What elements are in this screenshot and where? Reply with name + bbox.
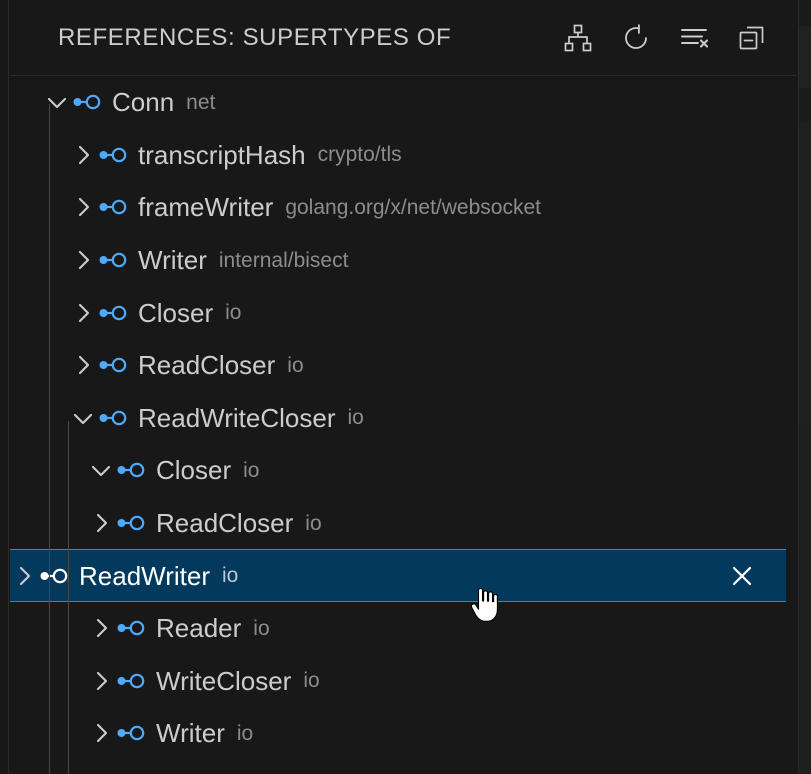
chevron-right-icon[interactable] xyxy=(70,247,96,273)
tree-row[interactable]: Writer internal/bisect xyxy=(10,234,797,287)
type-hierarchy-icon xyxy=(562,22,594,54)
header-actions xyxy=(561,0,769,75)
chevron-down-icon[interactable] xyxy=(44,89,70,115)
sliver-band xyxy=(799,123,811,423)
symbol-interface-icon xyxy=(114,720,148,746)
tree-row[interactable]: Closer io xyxy=(10,286,797,339)
tree-row[interactable]: ReadWriter io xyxy=(10,549,786,602)
refresh-button[interactable] xyxy=(619,21,653,55)
chevron-right-icon[interactable] xyxy=(88,720,114,746)
symbol-interface-icon xyxy=(96,142,130,168)
tree-row-label: ReadWriter xyxy=(79,560,211,591)
sliver-band xyxy=(799,0,811,26)
tree-row[interactable]: Writer io xyxy=(10,707,797,760)
show-type-hierarchy-button[interactable] xyxy=(561,21,595,55)
tree-row-detail: io xyxy=(347,406,364,430)
tree-row-label: ReadWriteCloser xyxy=(138,402,336,433)
tree-row-detail: crypto/tls xyxy=(317,143,402,167)
tree-row-detail: io xyxy=(303,669,320,693)
chevron-down-icon[interactable] xyxy=(70,405,96,431)
chevron-right-icon[interactable] xyxy=(70,194,96,220)
symbol-interface-icon xyxy=(96,405,130,431)
left-gutter xyxy=(0,0,9,774)
symbol-interface-icon xyxy=(96,300,130,326)
chevron-right-icon[interactable] xyxy=(70,352,96,378)
tree-row-detail: io xyxy=(236,721,254,745)
chevron-right-icon[interactable] xyxy=(88,615,114,641)
tree-row-label: frameWriter xyxy=(138,192,274,223)
tree-row-detail: io xyxy=(287,353,304,377)
symbol-interface-icon xyxy=(114,668,148,694)
symbol-interface-icon xyxy=(96,352,130,378)
symbol-interface-icon xyxy=(70,89,104,115)
sliver-band xyxy=(799,88,811,122)
tree-row-detail: io xyxy=(305,511,322,535)
tree-row-detail: net xyxy=(186,90,216,114)
chevron-right-icon[interactable] xyxy=(70,142,96,168)
tree-row[interactable]: WriteCloser io xyxy=(10,655,797,708)
symbol-interface-icon xyxy=(114,510,148,536)
sliver-band xyxy=(799,27,811,87)
tree-row-detail: io xyxy=(222,564,239,588)
refresh-icon xyxy=(620,22,652,54)
collapse-all-button[interactable] xyxy=(735,21,769,55)
tree-row-label: ReadCloser xyxy=(156,508,294,539)
tree-row-detail: io xyxy=(243,458,260,482)
chevron-right-icon[interactable] xyxy=(70,300,96,326)
tree-row-label: Conn xyxy=(112,87,175,118)
tree-row-label: ReadCloser xyxy=(138,350,276,381)
tree-row[interactable]: transcriptHash crypto/tls xyxy=(10,129,797,182)
tree-row-label: Closer xyxy=(138,297,214,328)
chevron-right-icon[interactable] xyxy=(11,563,37,589)
tree-row[interactable]: frameWriter golang.org/x/net/websocket xyxy=(10,181,797,234)
tree-row-label: Reader xyxy=(156,613,242,644)
symbol-interface-icon xyxy=(96,194,130,220)
tree-row[interactable]: ReadCloser io xyxy=(10,497,797,550)
tree-row-detail: io xyxy=(225,301,242,325)
tree-row-label: Closer xyxy=(156,455,232,486)
tree-row-label: Writer xyxy=(138,245,207,276)
tree-row[interactable]: Closer io xyxy=(10,444,797,497)
tree-row[interactable]: Reader io xyxy=(10,602,797,655)
tree-row-label: transcriptHash xyxy=(138,139,306,170)
tree-row-detail: golang.org/x/net/websocket xyxy=(285,195,541,219)
tree-row-detail: internal/bisect xyxy=(218,248,349,272)
page-title: REFERENCES: SUPERTYPES OF xyxy=(58,23,452,51)
clear-all-icon xyxy=(678,22,710,54)
chevron-right-icon[interactable] xyxy=(88,668,114,694)
tree-row[interactable]: ReadWriteCloser io xyxy=(10,392,797,445)
panel-header: REFERENCES: SUPERTYPES OF xyxy=(10,0,797,76)
editor-edge-sliver xyxy=(798,0,811,774)
symbol-interface-icon xyxy=(96,247,130,273)
collapse-all-icon xyxy=(736,22,768,54)
chevron-down-icon[interactable] xyxy=(88,457,114,483)
chevron-right-icon[interactable] xyxy=(88,510,114,536)
tree-row-label: Writer xyxy=(156,718,225,749)
clear-all-button[interactable] xyxy=(677,21,711,55)
tree-row-label: WriteCloser xyxy=(156,665,292,696)
references-view: REFERENCES: SUPERTYPES OF xyxy=(10,0,797,774)
symbol-interface-icon xyxy=(114,615,148,641)
tree-row[interactable]: ReadCloser io xyxy=(10,339,797,392)
close-icon[interactable] xyxy=(726,560,758,592)
tree-row-detail: io xyxy=(253,616,270,640)
symbol-interface-icon xyxy=(114,457,148,483)
symbol-interface-icon xyxy=(37,563,71,589)
